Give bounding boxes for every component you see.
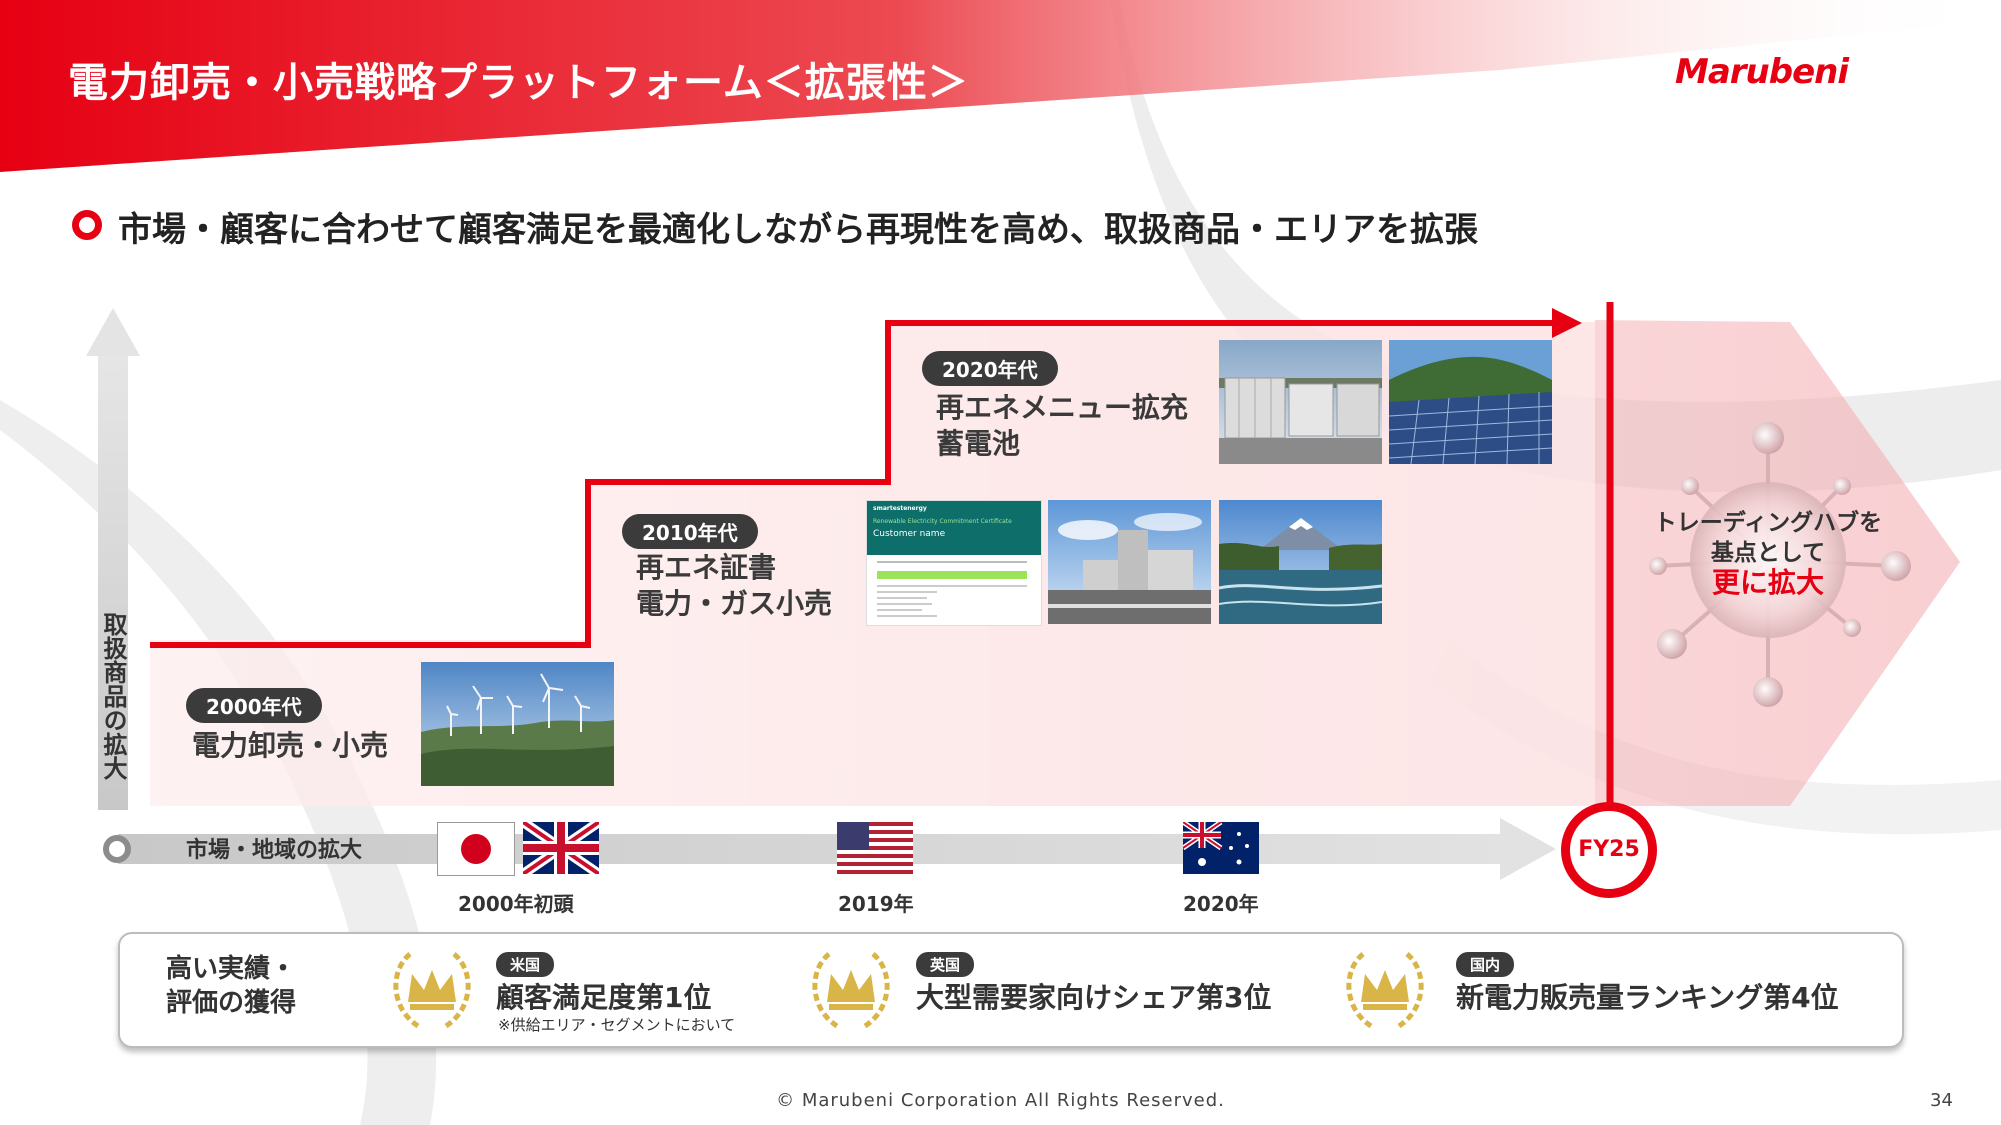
vertical-axis-label: 取扱商品の拡大 [99, 612, 127, 780]
marubeni-logo: Marubeni [1675, 52, 1849, 92]
crown-laurel-icon [384, 944, 480, 1034]
uk-flag [520, 817, 602, 879]
page-number: 34 [1930, 1090, 1953, 1111]
timeline-label-2019: 2019年 [838, 892, 914, 916]
era-text-2020s: 再エネメニュー拡充 蓄電池 [936, 390, 1188, 462]
achievement-text-uk: 大型需要家向けシェア第3位 [916, 981, 1272, 1014]
hub-line: トレーディングハブを [1653, 510, 1883, 536]
achievement-tag-japan: 国内 [1456, 952, 1515, 977]
hub-accent: 更に拡大 [1711, 566, 1824, 599]
era-line: 再エネメニュー拡充 [936, 391, 1189, 424]
copyright-footer: © Marubeni Corporation All Rights Reserv… [776, 1090, 1225, 1111]
certificate-header: smartestenergy Renewable Electricity Com… [867, 501, 1041, 555]
certificate-image: smartestenergy Renewable Electricity Com… [866, 500, 1042, 626]
wind-turbine-photo [421, 662, 614, 786]
fy25-milestone: FY25 [1561, 802, 1657, 898]
era-badge-2010s: 2010年代 [622, 514, 758, 549]
era-line: 蓄電池 [936, 427, 1021, 460]
achievements-heading-line: 高い実績・ [166, 954, 297, 984]
achievements-heading-line: 評価の獲得 [166, 988, 297, 1018]
achievement-note-us: ※供給エリア・セグメントにおいて [498, 1016, 736, 1034]
era-text-2000s: 電力卸売・小売 [192, 728, 388, 764]
crown-laurel-icon [803, 944, 899, 1034]
us-flag [837, 822, 913, 874]
hub-text: トレーディングハブを 基点として 更に拡大 [1618, 508, 1918, 598]
certificate-title: Renewable Electricity Commitment Certifi… [873, 518, 1012, 525]
certificate-customer: Customer name [873, 529, 946, 539]
australia-flag [1181, 819, 1259, 874]
era-badge-2020s: 2020年代 [922, 351, 1058, 386]
era-line: 電力卸売・小売 [192, 729, 389, 762]
achievement-tag-us: 米国 [496, 952, 555, 977]
horizontal-axis-label: 市場・地域の拡大 [186, 838, 363, 863]
japan-flag [437, 822, 515, 876]
timeline-label-2020: 2020年 [1183, 892, 1259, 916]
achievement-tag-uk: 英国 [916, 952, 975, 977]
achievements-heading: 高い実績・ 評価の獲得 [166, 952, 296, 1020]
certificate-brand: smartestenergy [873, 505, 927, 512]
hub-line: 基点として [1710, 540, 1826, 566]
hub-network [1649, 422, 1911, 707]
bullet-ring-icon [72, 210, 102, 240]
power-plant-photo [1048, 500, 1211, 624]
slide-title: 電力卸売・小売戦略プラットフォーム＜拡張性＞ [68, 60, 969, 106]
mountain-water-photo [1219, 500, 1382, 624]
crown-laurel-icon [1337, 944, 1433, 1034]
slide-subtitle: 市場・顧客に合わせて顧客満足を最適化しながら再現性を高め、取扱商品・エリアを拡張 [118, 210, 1478, 250]
era-text-2010s: 再エネ証書 電力・ガス小売 [636, 550, 832, 622]
era-line: 再エネ証書 [636, 551, 777, 584]
timeline-label-2000: 2000年初頭 [458, 892, 574, 916]
achievement-text-japan: 新電力販売量ランキング第4位 [1456, 981, 1839, 1014]
battery-storage-photo [1219, 340, 1382, 464]
solar-panel-photo [1389, 340, 1552, 464]
era-line: 電力・ガス小売 [636, 587, 833, 620]
era-badge-2000s: 2000年代 [186, 688, 322, 723]
achievement-text-us: 顧客満足度第1位 [496, 981, 712, 1014]
